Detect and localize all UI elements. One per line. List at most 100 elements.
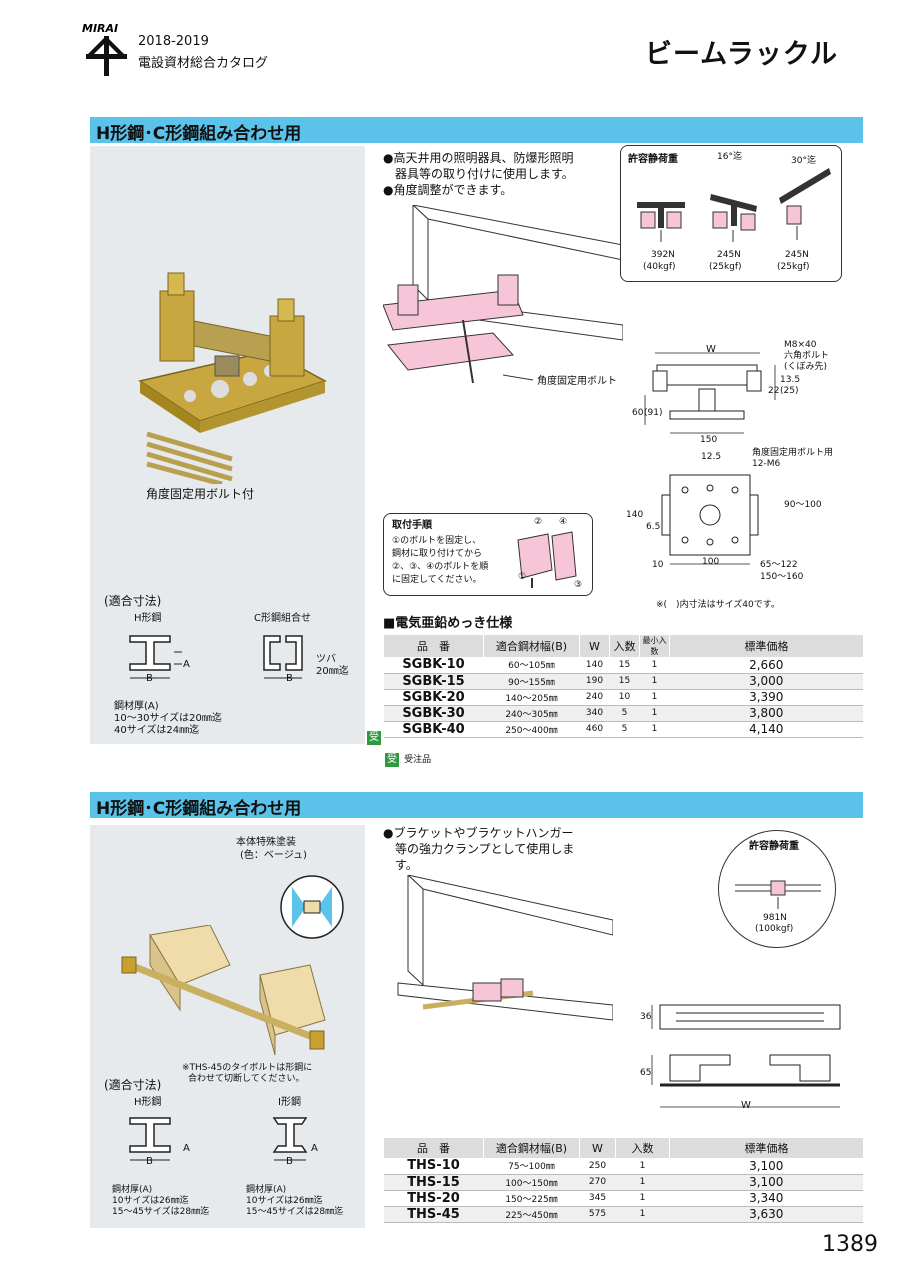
ths-load-diagram: [735, 880, 821, 909]
h-beam-label: H形鋼: [134, 613, 162, 624]
cell-price: 2,660: [669, 657, 863, 674]
sgbk-product-photo: [138, 272, 327, 433]
cell-qty: 10: [609, 689, 640, 706]
ths-price-table: 品 番 適合鋼材幅(B) W 入数 標準価格 THS-10 75～100㎜ 25…: [383, 1138, 863, 1223]
cell-w: 460: [579, 721, 610, 738]
features-line-3: ●角度調整ができます。: [383, 183, 513, 197]
cell-min: 1: [639, 721, 670, 738]
col-header-w: W: [579, 1138, 616, 1158]
dim-65-122: 65～122: [760, 560, 798, 570]
cell-range: 90～155㎜: [483, 673, 580, 690]
cell-range: 240～305㎜: [483, 705, 580, 722]
order-legend-badge: 受: [385, 753, 399, 767]
sgbk-plate-dimension-drawing: [661, 474, 759, 565]
cut-note-1: ※THS-45のタイボルトは形鋼に: [182, 1063, 313, 1073]
dim-90-100: 90～100: [784, 500, 822, 510]
cell-qty: 5: [609, 721, 640, 738]
col-header-price: 標準価格: [669, 635, 863, 657]
cell-qty: 1: [615, 1190, 670, 1207]
install-mark-4: ④: [559, 517, 568, 527]
cell-range: 140～205㎜: [483, 689, 580, 706]
ths-h-dim-b: B: [146, 1156, 153, 1167]
thickness-note-3: 40サイズは24㎜迄: [114, 725, 200, 736]
cell-w: 240: [579, 689, 610, 706]
flange-note-1: ツバ: [316, 654, 336, 665]
cell-price: 3,340: [669, 1190, 863, 1207]
ths-dim-65: 65: [640, 1068, 652, 1078]
dim-10: 10: [652, 560, 664, 570]
ths-dimension-drawing: [651, 1004, 841, 1108]
dim-140: 140: [626, 510, 644, 520]
ths-load-title: 許容静荷重: [749, 841, 799, 852]
fit-dimension-title: (適合寸法): [104, 594, 162, 608]
ths-dim-w: W: [741, 1100, 751, 1111]
table-header-row: 品 番 適合鋼材幅(B) W 入数 標準価格: [383, 1138, 863, 1158]
dim-150: 150: [700, 435, 718, 445]
ths-i-thickness-3: 15～45サイズは28㎜迄: [246, 1207, 344, 1217]
install-mark-3: ③: [574, 580, 583, 590]
cell-w: 575: [579, 1206, 616, 1223]
angle-bolt-holes-1: 角度固定用ボルト用: [752, 448, 834, 458]
cell-code: THS-45: [383, 1206, 484, 1223]
install-line-1: ①のボルトを固定し、: [392, 536, 482, 546]
bolt-spec-1: M8×40: [784, 340, 817, 350]
features-line-2: 器具等の取り付けに使用します。: [383, 167, 574, 181]
load-title: 許容静荷重: [628, 154, 678, 165]
ths-h-thickness-1: 鋼材厚(A): [112, 1185, 153, 1195]
load-diagrams: [637, 168, 831, 242]
ths-h-dim-a: A: [183, 1143, 190, 1154]
angle-bolt-holes-2: 12-M6: [752, 459, 781, 469]
section1-photo-panel: 角度固定用ボルト付 (適合寸法) H形鋼 C形鋼組合せ A B B ツバ 20㎜…: [90, 146, 365, 744]
size40-footnote: ※( )内寸法はサイズ40です。: [656, 600, 780, 610]
cell-min: 1: [639, 689, 670, 706]
dim-25: (25): [780, 386, 799, 396]
ths-installation-illustration: [397, 875, 613, 1021]
mirai-logo: MIRAI: [82, 22, 127, 76]
cell-w: 250: [579, 1158, 616, 1175]
features-line-1: ●高天井用の照明器具、防爆形照明: [383, 151, 574, 165]
cell-code: SGBK-15: [383, 673, 484, 690]
h-beam-diagram: [129, 635, 182, 679]
cell-qty: 1: [615, 1206, 670, 1223]
dim-6-5: 6.5: [646, 522, 661, 532]
ths-load-kgf: (100kgf): [755, 924, 794, 934]
table-row: SGBK-15 90～155㎜ 190 15 1 3,000: [383, 673, 863, 690]
col-header-w: W: [579, 635, 610, 657]
h-dim-a: A: [183, 659, 190, 670]
catalog-year: 2018-2019: [138, 34, 209, 49]
dim-13-5: 13.5: [780, 375, 801, 385]
load-value-1-kgf: (40kgf): [643, 262, 676, 272]
ths-features-1: ●ブラケットやブラケットハンガー: [383, 826, 574, 840]
photo-caption: 角度固定用ボルト付: [146, 487, 255, 501]
col-header-range: 適合鋼材幅(B): [483, 635, 580, 657]
c-beam-diagram: [263, 635, 303, 679]
load-angle-30: 30°迄: [791, 156, 816, 166]
section2-photo-panel: 本体特殊塗装 (色：ベージュ) ※THS-45のタイボルトは形鋼に 合わせて切断…: [90, 825, 365, 1228]
brand-text: MIRAI: [82, 22, 118, 35]
sgbk-price-table: 品 番 適合鋼材幅(B) W 入数 最小入数 標準価格 SGBK-10 60～1…: [383, 635, 863, 738]
cell-min: 1: [639, 705, 670, 722]
ths-i-dim-b: B: [286, 1156, 293, 1167]
load-value-3-kgf: (25kgf): [777, 262, 810, 272]
cell-w: 140: [579, 657, 610, 674]
install-line-4: に固定してください。: [392, 575, 482, 585]
section1-title: H形鋼･C形鋼組み合わせ用: [96, 124, 302, 144]
ths-h-thickness-2: 10サイズは26㎜迄: [112, 1196, 189, 1206]
ths-fit-title: (適合寸法): [104, 1078, 162, 1092]
cell-min: 1: [639, 657, 670, 674]
cell-w: 345: [579, 1190, 616, 1207]
cell-range: 100～150㎜: [483, 1174, 580, 1191]
ths-h-thickness-3: 15～45サイズは28㎜迄: [112, 1207, 210, 1217]
section1-title-bar: H形鋼･C形鋼組み合わせ用: [90, 117, 863, 144]
page-title: ビームラックル: [644, 39, 838, 70]
cell-qty: 15: [609, 673, 640, 690]
ths-i-dim-a: A: [311, 1143, 318, 1154]
load-value-1-n: 392N: [651, 250, 675, 260]
col-header-qty: 入数: [615, 1138, 670, 1158]
cell-price: 3,100: [669, 1158, 863, 1175]
cell-price: 3,100: [669, 1174, 863, 1191]
install-line-3: ②、③、④のボルトを順: [392, 562, 489, 572]
table-header-row: 品 番 適合鋼材幅(B) W 入数 最小入数 標準価格: [383, 635, 863, 657]
h-dim-b: B: [146, 673, 153, 684]
order-legend-text: 受注品: [404, 755, 432, 765]
